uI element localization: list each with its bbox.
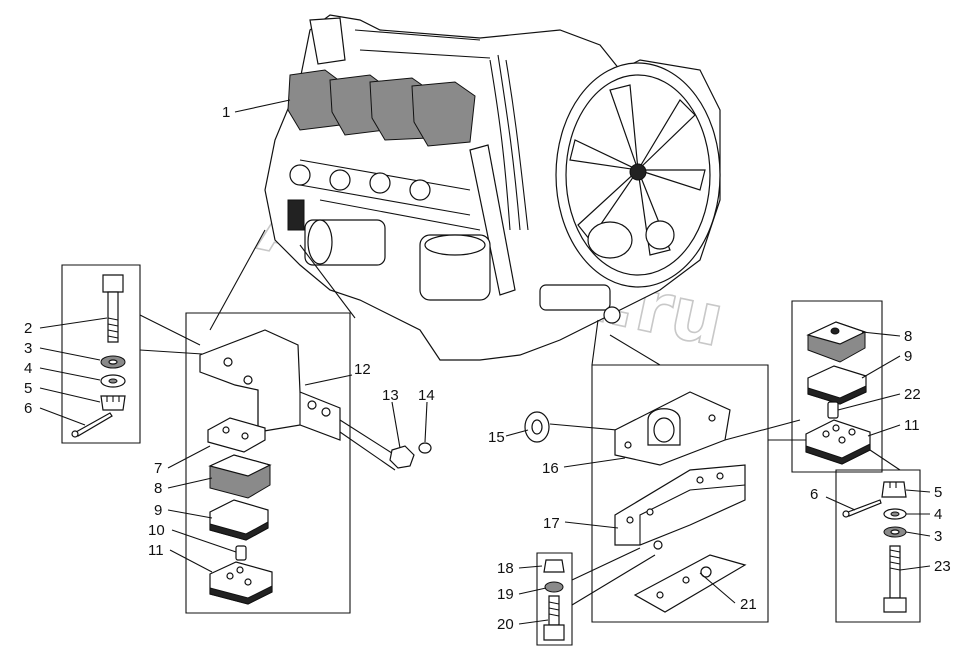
label-4-right: 4 — [934, 506, 942, 523]
label-21: 21 — [740, 596, 757, 613]
label-11: 11 — [148, 542, 164, 559]
label-1: 1 — [222, 104, 230, 121]
label-14: 14 — [418, 387, 435, 404]
nut-washer-group — [339, 419, 432, 471]
right-cushion-box — [791, 300, 883, 473]
label-3-right: 3 — [934, 528, 942, 545]
part-labels: 1 2 3 4 5 6 7 8 9 10 11 12 13 14 15 16 1… — [24, 104, 951, 633]
label-20: 20 — [497, 616, 514, 633]
label-6: 6 — [24, 400, 32, 417]
label-5: 5 — [24, 380, 32, 397]
label-7: 7 — [154, 460, 162, 477]
label-9-right: 9 — [904, 348, 912, 365]
label-10: 10 — [148, 522, 165, 539]
rear-mount-box — [524, 319, 801, 646]
label-19: 19 — [497, 586, 514, 603]
label-11-right: 11 — [904, 417, 920, 434]
left-bolt-box — [61, 264, 141, 444]
label-16: 16 — [542, 460, 559, 477]
label-15: 15 — [488, 429, 505, 446]
label-13: 13 — [382, 387, 399, 404]
label-9: 9 — [154, 502, 162, 519]
label-5-right: 5 — [934, 484, 942, 501]
label-17: 17 — [543, 515, 560, 532]
label-8: 8 — [154, 480, 162, 497]
front-mount-box — [139, 312, 351, 614]
label-12: 12 — [354, 361, 371, 378]
label-23: 23 — [934, 558, 951, 575]
label-4: 4 — [24, 360, 32, 377]
fan-blades — [569, 84, 706, 256]
label-2: 2 — [24, 320, 32, 337]
label-3: 3 — [24, 340, 32, 357]
engine-assembly — [264, 14, 721, 361]
right-bolt-box — [835, 449, 921, 623]
label-18: 18 — [497, 560, 514, 577]
label-6-right: 6 — [810, 486, 818, 503]
label-22: 22 — [904, 386, 921, 403]
label-8-right: 8 — [904, 328, 912, 345]
